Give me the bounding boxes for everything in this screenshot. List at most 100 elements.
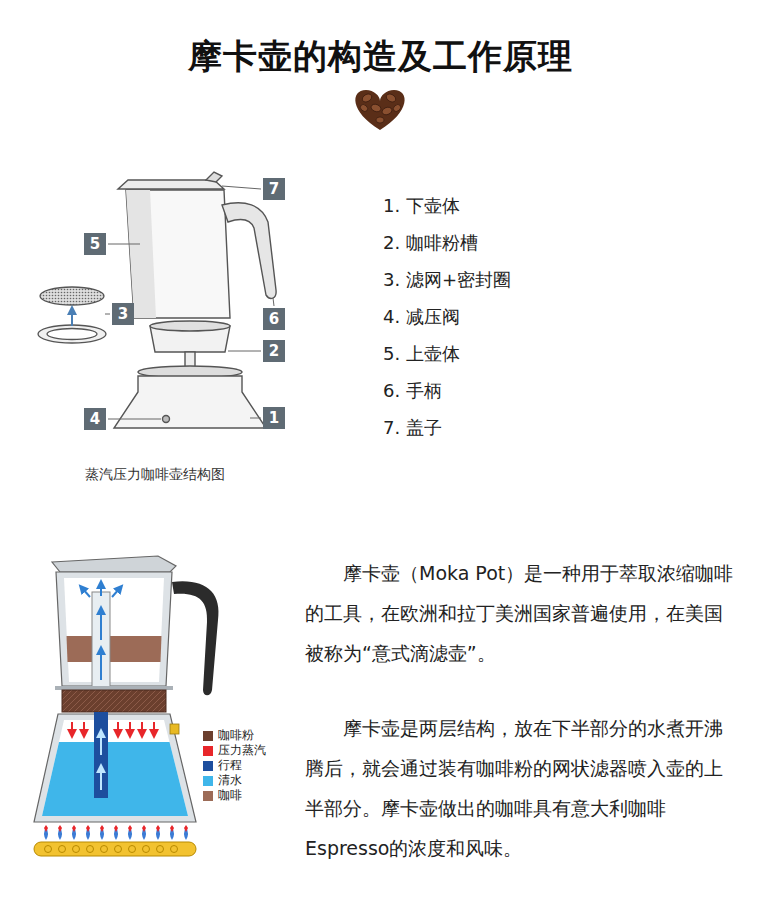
callout-text: 5 xyxy=(90,237,100,252)
valve xyxy=(170,724,179,734)
seal xyxy=(55,686,173,690)
burner-hole xyxy=(73,846,80,853)
divider-line xyxy=(402,115,570,116)
lid-knob xyxy=(206,172,222,182)
flames xyxy=(44,825,188,840)
legend-swatch xyxy=(203,761,213,771)
burner-hole xyxy=(87,846,94,853)
legend-swatch xyxy=(203,776,213,786)
legend-swatch xyxy=(203,731,213,741)
upper-chamber-inside xyxy=(64,578,164,682)
burner-hole xyxy=(143,846,150,853)
flow-arrow xyxy=(112,588,120,597)
callout-text: 7 xyxy=(269,182,279,197)
flow-arrow xyxy=(82,588,90,597)
legend-text: 行程 xyxy=(218,758,242,773)
steam-arrow xyxy=(153,722,155,734)
burner-hole xyxy=(101,846,108,853)
leader-line xyxy=(250,418,261,419)
coffee-bean xyxy=(385,92,397,103)
legend-text: 咖啡 xyxy=(218,788,242,803)
burner xyxy=(34,842,196,856)
burner-holes xyxy=(45,846,178,853)
legend-text: 压力蒸汽 xyxy=(218,743,266,758)
burner-hole xyxy=(59,846,66,853)
legend-item: 咖啡粉 xyxy=(203,728,254,743)
paragraph: 摩卡壶（Moka Pot）是一种用于萃取浓缩咖啡的工具，在欧洲和拉丁美洲国家普遍… xyxy=(305,553,740,673)
lower-body xyxy=(114,376,266,428)
seal-ring-hole xyxy=(47,329,97,340)
leader-line xyxy=(108,419,161,420)
callout-number: 5 xyxy=(84,233,106,255)
legend-item: 清水 xyxy=(203,773,242,788)
filter-mesh xyxy=(40,287,104,305)
coffee-bean xyxy=(370,103,382,113)
callout-number: 4 xyxy=(84,408,106,430)
part-list-item: 1. 下壶体 xyxy=(383,194,460,218)
legend-swatch xyxy=(203,746,213,756)
funnel-rim xyxy=(150,321,230,331)
leader-line xyxy=(228,351,261,352)
divider-line xyxy=(402,111,570,112)
bean-heart xyxy=(355,90,404,130)
legend-swatch xyxy=(203,791,213,801)
callout-text: 1 xyxy=(269,411,279,426)
lid xyxy=(118,180,224,189)
lower-chamber-inside xyxy=(42,720,188,816)
flow-arrows xyxy=(82,584,120,680)
lid xyxy=(52,556,176,572)
steam-arrow xyxy=(83,722,85,734)
part-list-item: 2. 咖啡粉槽 xyxy=(383,231,478,255)
callout-number: 3 xyxy=(112,303,134,325)
callout-number: 1 xyxy=(263,407,285,429)
burner-hole xyxy=(157,846,164,853)
valve xyxy=(163,416,170,423)
callout-number: 6 xyxy=(263,308,285,330)
steam-arrow xyxy=(129,722,131,734)
handle xyxy=(222,203,276,299)
leader-line xyxy=(222,186,261,189)
upper-chamber xyxy=(56,572,172,686)
burner-hole xyxy=(129,846,136,853)
brewed-coffee xyxy=(67,636,162,662)
steam-arrow xyxy=(71,722,73,734)
burner-hole xyxy=(115,846,122,853)
exploded-pot xyxy=(114,172,276,428)
legend-text: 咖啡粉 xyxy=(218,728,254,743)
flow-arrow xyxy=(100,584,102,596)
upper-body-shade xyxy=(126,190,156,318)
leader-line xyxy=(108,244,140,245)
leader-line xyxy=(105,314,110,315)
callout-number: 2 xyxy=(263,340,285,362)
coffee-bean xyxy=(381,106,393,116)
figure-caption: 蒸汽压力咖啡壶结构图 xyxy=(85,466,225,484)
legend-item: 咖啡 xyxy=(203,788,242,803)
part-list-item: 3. 滤网+密封圈 xyxy=(383,268,511,292)
tube-arrow xyxy=(100,733,102,755)
upper-body xyxy=(126,190,230,318)
legend-text: 清水 xyxy=(218,773,242,788)
legend-item: 压力蒸汽 xyxy=(203,743,266,758)
burner-hole xyxy=(45,846,52,853)
divider-line xyxy=(190,115,358,116)
seal-ring xyxy=(38,325,106,343)
assembly-arrow xyxy=(71,310,73,326)
coffee-beans xyxy=(359,92,402,123)
flow-arrow xyxy=(100,610,102,640)
coffee-bean xyxy=(361,92,373,103)
callout-text: 4 xyxy=(90,412,100,427)
steam-arrows xyxy=(72,722,154,734)
callout-text: 3 xyxy=(118,307,128,322)
paragraph: 摩卡壶是两层结构，放在下半部分的水煮开沸腾后，就会通过装有咖啡粉的网状滤器喷入壶… xyxy=(305,708,740,868)
coffee-bean xyxy=(376,117,384,123)
riser-tube xyxy=(92,592,110,688)
burner-hole xyxy=(171,846,178,853)
part-list-item: 7. 盖子 xyxy=(383,416,442,440)
tube-arrows xyxy=(100,733,102,790)
tube-stroke xyxy=(94,712,108,798)
divider-line xyxy=(190,111,358,112)
part-list-item: 4. 减压阀 xyxy=(383,305,460,329)
